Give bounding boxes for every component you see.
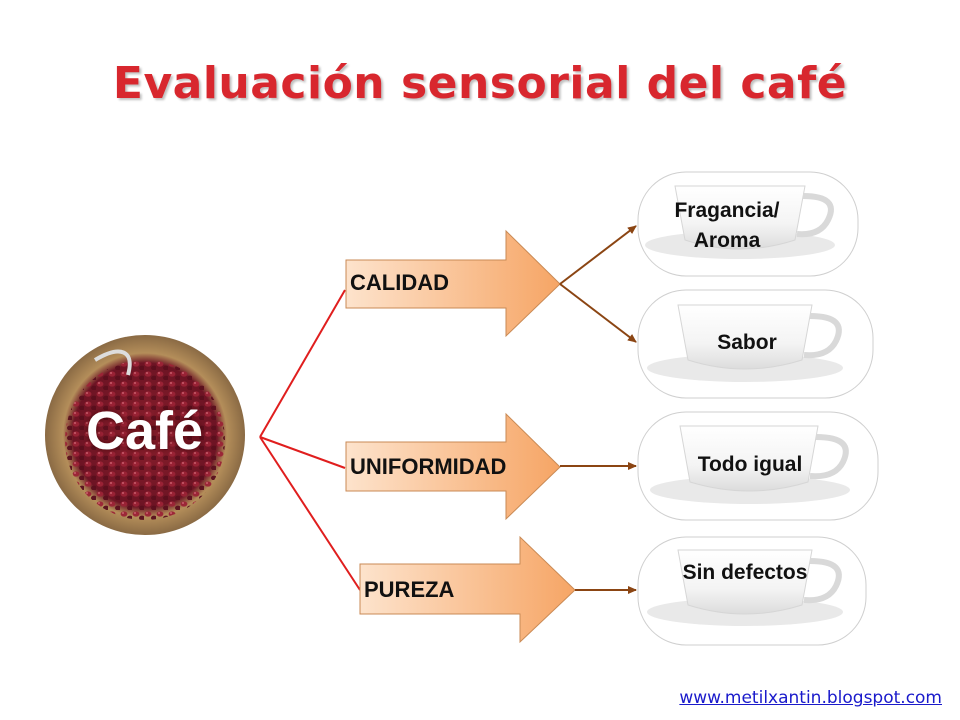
page-title: Evaluación sensorial del café [112, 58, 848, 109]
footer-link[interactable]: www.metilxantin.blogspot.com [679, 688, 942, 708]
arrow-calidad [345, 229, 561, 338]
cup-tile-uniformidad [637, 411, 879, 521]
category-label-pureza: PUREZA [364, 577, 455, 602]
coffee-basket-image [45, 335, 245, 535]
attribute-label-todo-igual: Todo igual [697, 453, 803, 476]
attribute-label-sabor: Sabor [717, 331, 777, 354]
attribute-label-sin-defectos: Sin defectos [682, 561, 808, 584]
cup-tile-sabor [637, 289, 874, 399]
attribute-label-aroma: Fragancia/ Aroma [674, 199, 780, 252]
arrow-uniformidad [345, 412, 561, 521]
cup-tile-aroma [637, 171, 859, 277]
secondary-connectors [559, 225, 637, 594]
center-node-label: Café [86, 401, 204, 461]
arrow-pureza [359, 535, 576, 644]
cup-tile-pureza [637, 536, 867, 646]
primary-connectors [259, 289, 361, 591]
category-label-calidad: CALIDAD [350, 270, 449, 295]
category-label-uniformidad: UNIFORMIDAD [350, 454, 507, 479]
